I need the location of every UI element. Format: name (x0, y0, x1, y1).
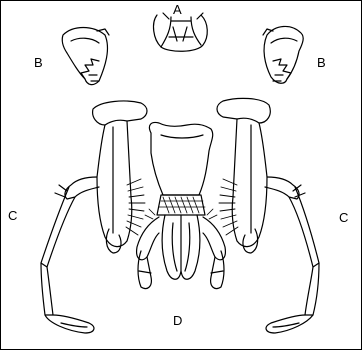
label-a: A (173, 3, 182, 16)
part-c-right-drawing (217, 98, 319, 333)
part-b-left-drawing (62, 28, 109, 85)
label-d: D (173, 314, 182, 327)
label-b-left: B (34, 56, 43, 69)
label-c-left: C (8, 209, 17, 222)
part-c-left-drawing (41, 101, 147, 333)
part-a-drawing (154, 13, 208, 51)
label-c-right: C (339, 211, 348, 224)
part-d-drawing (137, 122, 226, 288)
label-b-right: B (317, 56, 326, 69)
part-b-right-drawing (263, 26, 303, 83)
